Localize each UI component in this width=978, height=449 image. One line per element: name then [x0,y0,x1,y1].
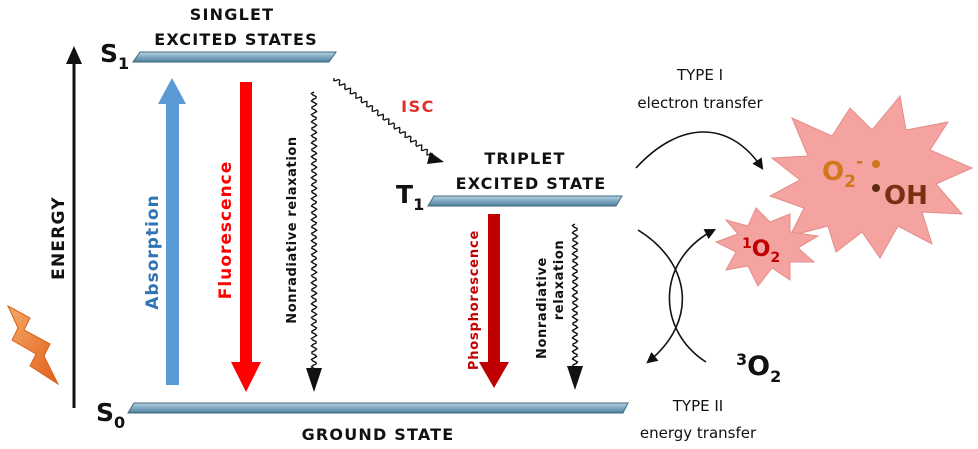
t1-symbol: T1 [396,180,424,214]
type1-curved-arrow [635,131,764,170]
energy-axis-label: ENERGY [49,196,69,280]
fluorescence-arrow [231,82,261,392]
singlet-oxygen-label: 1O2 [742,236,780,266]
nonradiative-t1-label-line1: Nonradiative [535,257,550,359]
type1-label-line1: TYPE I [676,66,723,84]
fluorescence-label: Fluorescence [216,161,236,300]
nonradiative-t1-arrow [567,223,583,390]
hydroxyl-radical-dot [872,184,880,192]
s1-level-bar [132,51,337,63]
triplet-oxygen-label: 3O2 [736,350,781,386]
type1-label-line2: electron transfer [637,94,763,112]
s1-symbol: S1 [100,39,129,73]
absorption-arrow [158,78,186,385]
type2-label-line2: energy transfer [640,424,757,442]
t1-caption-line1: TRIPLET [484,149,565,168]
superoxide-radical-dot [872,160,880,168]
absorption-label: Absorption [143,194,163,309]
hydroxyl-label: OH [884,181,928,211]
s0-caption: GROUND STATE [302,425,455,444]
singlet-oxygen-burst [714,207,820,287]
type2-curved-arrows [637,228,716,364]
superoxide-label: O2- [822,152,863,192]
nonradiative-t1-label-line2: relaxation [552,240,567,320]
type2-label-line1: TYPE II [672,397,723,415]
phosphorescence-label: Phosphorescence [467,230,482,370]
s1-caption-line2: EXCITED STATES [154,30,318,49]
t1-caption-line2: EXCITED STATE [456,174,607,193]
lightning-icon [6,304,60,386]
s1-caption-line1: SINGLET [190,5,274,24]
energy-axis [66,46,82,408]
ros-burst-large [768,94,974,259]
isc-label: ISC [401,97,435,116]
nonradiative-s1-label: Nonradiative relaxation [285,136,300,324]
t1-level-bar [427,195,623,207]
nonradiative-s1-arrow [306,91,322,392]
s0-level-bar [127,402,629,414]
phosphorescence-arrow [479,214,509,388]
isc-arrow [333,77,444,164]
s0-symbol: S0 [96,398,125,432]
